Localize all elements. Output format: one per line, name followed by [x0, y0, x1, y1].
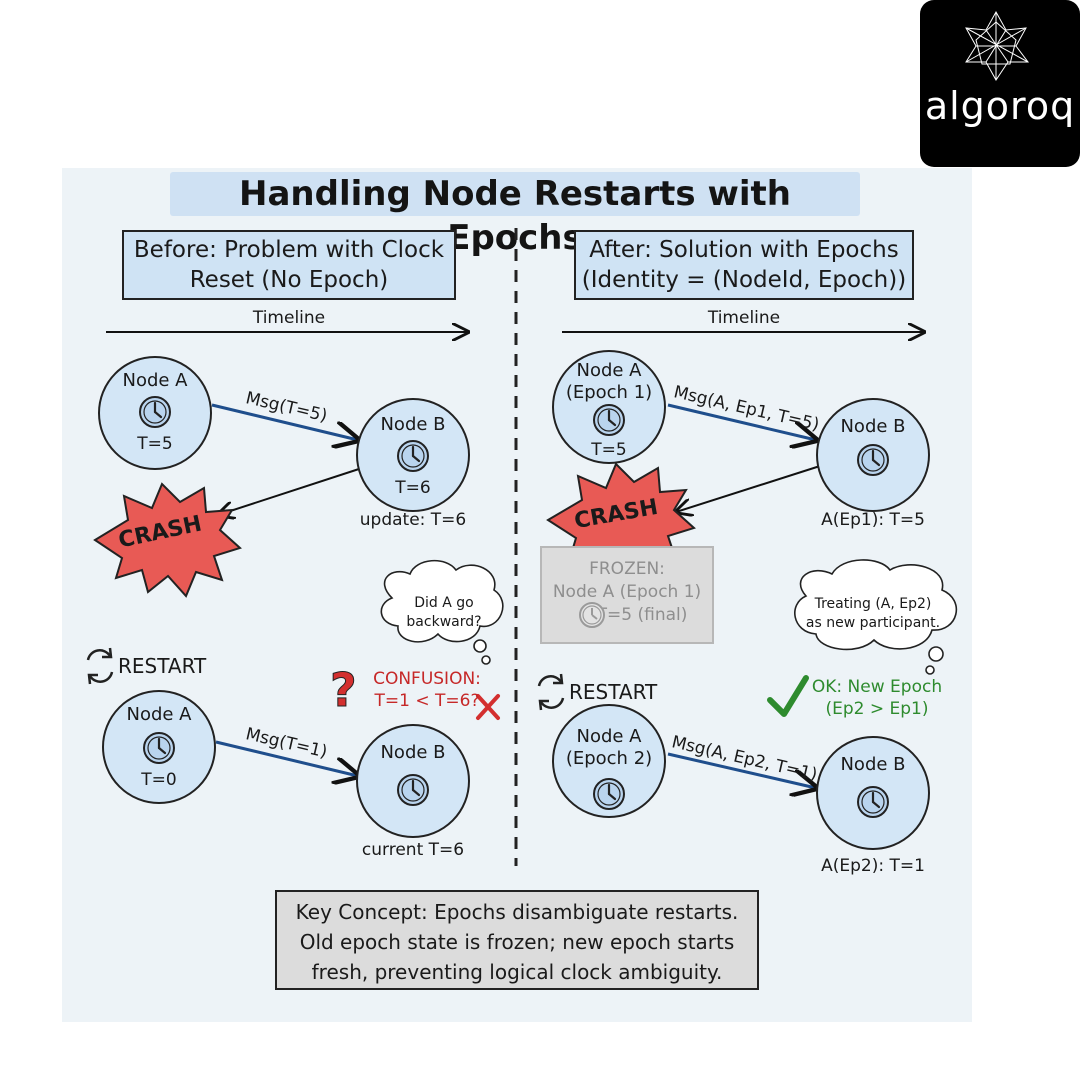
left-current-text: current T=6	[361, 840, 465, 860]
right-header-line1: After: Solution with Epochs	[589, 237, 899, 263]
frozen-line: Node A (Epoch 1)	[552, 582, 702, 602]
clock-icon	[579, 602, 605, 628]
key-concept-line: Old epoch state is frozen; new epoch sta…	[299, 930, 735, 954]
right-timeline-label: Timeline	[707, 308, 781, 328]
clock-icon	[397, 774, 429, 806]
node-time: T=5	[591, 440, 627, 460]
right-bubble-text: Treating (A, Ep2) as new participant.	[798, 595, 948, 633]
node-name: Node A	[122, 370, 188, 391]
check-icon	[767, 675, 809, 717]
node-epoch: (Epoch 2)	[565, 748, 653, 769]
right-crash-arrow	[676, 465, 821, 512]
ok-line: OK: New Epoch	[811, 677, 943, 697]
node-name: Node B	[380, 742, 446, 763]
right-header-box: After: Solution with Epochs (Identity = (…	[574, 230, 914, 300]
confusion-line: CONFUSION:	[373, 669, 481, 689]
left-update-text: update: T=6	[359, 510, 467, 530]
bubble-line: backward?	[406, 614, 482, 630]
node-epoch: (Epoch 1)	[565, 382, 653, 403]
bubble-line: Treating (A, Ep2)	[814, 596, 932, 612]
key-concept-line: fresh, preventing logical clock ambiguit…	[311, 960, 723, 984]
logo-text: algoroq	[924, 84, 1076, 128]
key-concept-line: Key Concept: Epochs disambiguate restart…	[295, 900, 739, 924]
left-restart-label: RESTART	[118, 654, 207, 678]
clock-icon	[139, 396, 171, 428]
frozen-box: FROZEN: Node A (Epoch 1) T=5 (final)	[540, 546, 714, 644]
node-name: Node A	[576, 726, 642, 747]
node-time: T=0	[141, 770, 177, 790]
left-bubble-text: Did A go backward?	[392, 594, 496, 632]
key-concept-box: Key Concept: Epochs disambiguate restart…	[275, 890, 759, 990]
logo-star-icon	[965, 10, 1029, 81]
node-name: Node B	[840, 754, 906, 775]
left-crash-arrow	[218, 467, 363, 515]
left-confusion-text: CONFUSION: T=1 < T=6?	[362, 668, 492, 712]
right-restart-label: RESTART	[569, 680, 658, 704]
bubble-line: as new participant.	[805, 615, 941, 631]
clock-icon	[593, 778, 625, 810]
right-bottom-msg-arrow	[667, 752, 816, 788]
node-name: Node B	[840, 416, 906, 437]
clock-icon	[143, 732, 175, 764]
left-top-msg-arrow	[211, 403, 358, 440]
clock-icon	[593, 404, 625, 436]
right-top-msg-arrow	[667, 403, 816, 440]
confusion-line: T=1 < T=6?	[374, 691, 480, 711]
right-header-line2: (Identity = (NodeId, Epoch))	[581, 267, 907, 293]
right-bottom-state: A(Ep2): T=1	[821, 856, 925, 876]
frozen-line: FROZEN:	[589, 559, 665, 579]
right-thought-bubble	[794, 559, 958, 675]
right-ok-text: OK: New Epoch (Ep2 > Ep1)	[806, 676, 948, 720]
ok-line: (Ep2 > Ep1)	[825, 699, 929, 719]
bubble-line: Did A go	[414, 595, 474, 611]
left-header-line1: Before: Problem with Clock	[133, 237, 445, 263]
node-name: Node B	[380, 414, 446, 435]
node-name: Node A	[576, 360, 642, 381]
cross-icon	[476, 694, 500, 720]
node-name: Node A	[126, 704, 192, 725]
left-thought-bubble	[380, 559, 504, 665]
left-timeline-label: Timeline	[252, 308, 326, 328]
clock-icon	[857, 444, 889, 476]
node-time: T=5	[137, 434, 173, 454]
clock-icon	[857, 786, 889, 818]
left-bottom-msg-arrow	[215, 740, 358, 776]
restart-icon	[86, 647, 114, 685]
question-mark-icon: ?	[330, 663, 357, 717]
clock-icon	[397, 440, 429, 472]
right-top-state: A(Ep1): T=5	[821, 510, 925, 530]
restart-icon	[537, 673, 565, 711]
left-header-line2: Reset (No Epoch)	[189, 267, 389, 293]
left-crash-burst	[93, 482, 242, 598]
frozen-line: T=5 (final)	[542, 602, 712, 628]
frozen-time: T=5 (final)	[596, 605, 688, 625]
logo: algoroq	[920, 0, 1080, 167]
node-time: T=6	[395, 478, 431, 498]
